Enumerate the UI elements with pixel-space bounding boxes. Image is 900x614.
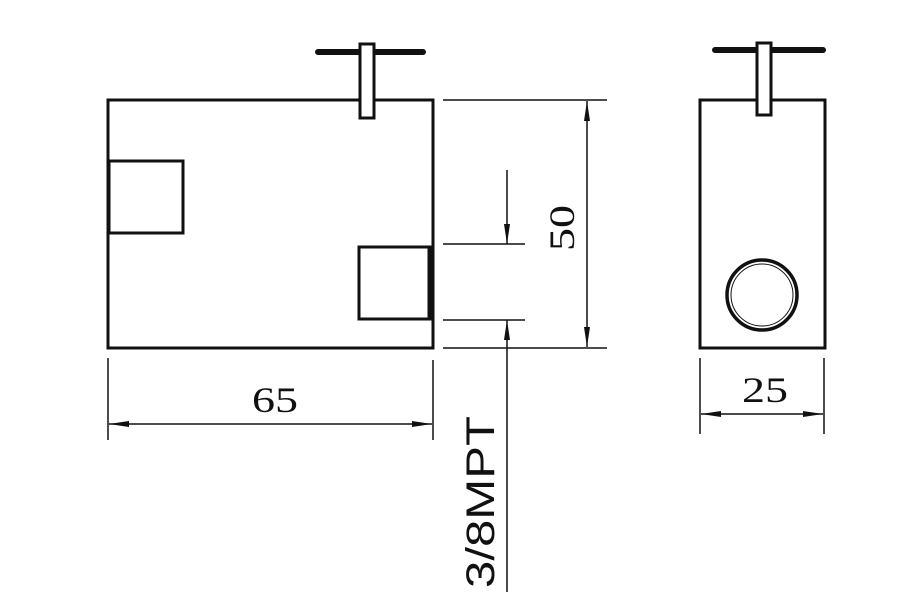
front-view [106,42,435,350]
t-handle-stem [358,42,376,120]
side-width-dimension [699,358,825,434]
port-circle [725,258,799,332]
side-handle-stem [755,41,773,117]
height-dimension-label: 50 [542,205,582,251]
front-body [106,98,435,350]
side-body [698,98,827,350]
side-width-dimension-label: 25 [742,370,788,410]
width-dimension [107,358,432,440]
right-port-square [357,245,432,321]
port-label: 3/8MPT [459,416,503,588]
left-port-square [107,159,185,235]
side-view [698,41,827,350]
height-dimension [443,99,607,349]
port-dimension [432,170,525,592]
width-dimension-label: 65 [252,380,298,420]
